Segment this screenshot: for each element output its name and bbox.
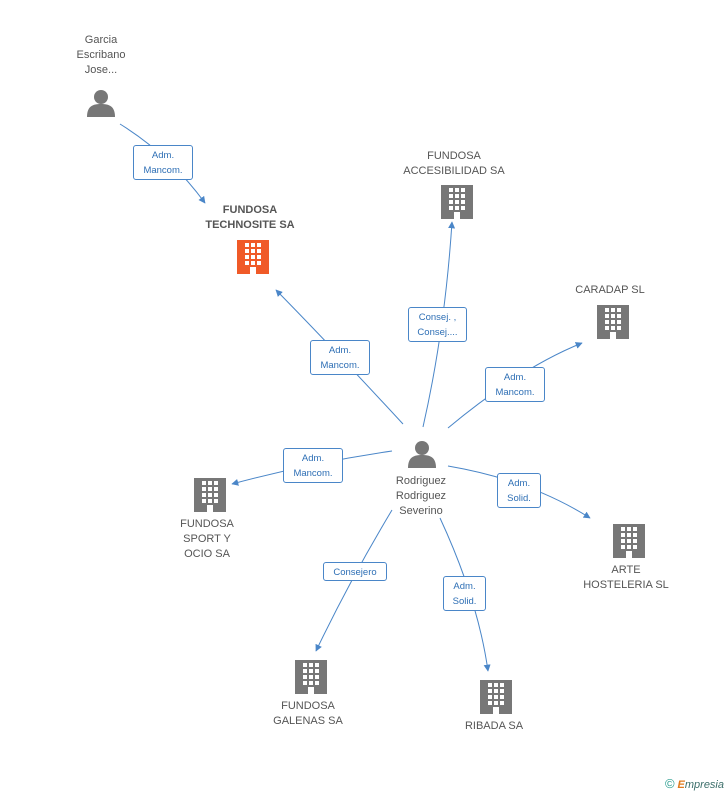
building-icon[interactable]	[237, 240, 269, 274]
brand-logo[interactable]: Empresia	[678, 779, 724, 791]
node-label-arte[interactable]: ARTE HOSTELERIA SL	[583, 564, 669, 591]
edge-label-rodriguez-ribada: Adm. Solid.	[443, 576, 486, 611]
edge-label-rodriguez-caradap: Adm. Mancom.	[485, 367, 545, 402]
brand-name: mpresia	[684, 779, 724, 791]
person-icon[interactable]	[87, 90, 115, 117]
node-label-sport[interactable]: FUNDOSA SPORT Y OCIO SA	[180, 518, 234, 560]
node-label-accesibilidad[interactable]: FUNDOSA ACCESIBILIDAD SA	[403, 150, 505, 177]
node-label-ribada[interactable]: RIBADA SA	[464, 720, 524, 732]
person-icon[interactable]	[408, 441, 436, 468]
node-label-caradap[interactable]: CARADAP SL	[575, 284, 645, 296]
edge-label-rodriguez-technosite: Adm. Mancom.	[310, 340, 370, 375]
edge-label-rodriguez-arte: Adm. Solid.	[497, 473, 541, 508]
building-icon[interactable]	[597, 305, 629, 339]
brand-initial: E	[677, 779, 685, 791]
building-icon[interactable]	[194, 478, 226, 512]
node-label-technosite[interactable]: FUNDOSA TECHNOSITE SA	[205, 204, 295, 231]
edge-label-rodriguez-galenas: Consejero	[323, 562, 387, 581]
copyright-symbol: ©	[664, 776, 675, 791]
node-label-galenas[interactable]: FUNDOSA GALENAS SA	[273, 700, 343, 727]
building-icon[interactable]	[480, 680, 512, 714]
node-label-rodriguez[interactable]: Rodriguez Rodriguez Severino	[395, 475, 447, 517]
edge-label-garcia-technosite: Adm. Mancom.	[133, 145, 193, 180]
footer-credit: ©Empresia	[665, 776, 724, 791]
building-icon[interactable]	[441, 185, 473, 219]
building-icon[interactable]	[295, 660, 327, 694]
node-label-garcia[interactable]: Garcia Escribano Jose...	[76, 34, 126, 76]
edge-label-rodriguez-accesibilidad: Consej. , Consej....	[408, 307, 467, 342]
edge-label-rodriguez-sport: Adm. Mancom.	[283, 448, 343, 483]
building-icon[interactable]	[613, 524, 645, 558]
